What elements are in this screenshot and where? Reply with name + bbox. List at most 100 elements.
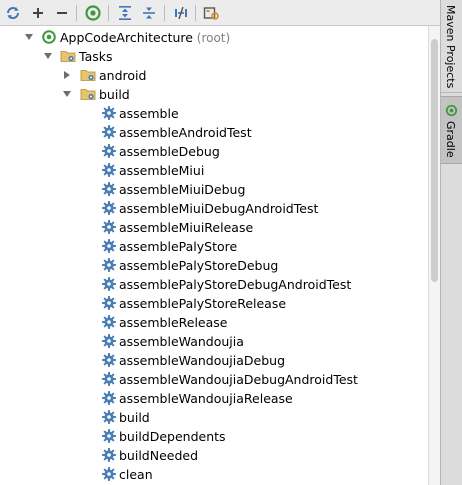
tree-node-task[interactable]: assemblePalyStore [0,237,428,256]
tree-node-task[interactable]: assembleMiuiDebug [0,180,428,199]
tree-node-label: Tasks [79,49,113,64]
task-label: assembleWandoujiaRelease [119,391,293,406]
tree-node-task[interactable]: assemblePalyStoreDebug [0,256,428,275]
refresh-icon [7,7,19,19]
add-project-button[interactable] [29,4,47,22]
gear-icon [102,391,116,405]
expand-all-button[interactable] [116,4,134,22]
refresh-button[interactable] [4,4,22,22]
collapse-all-icon [143,7,155,19]
root-suffix: (root) [192,31,231,45]
gear-icon [102,353,116,367]
tree-node-task[interactable]: assembleAndroidTest [0,123,428,142]
tree-node-label: build [99,87,130,102]
task-label: assembleDebug [119,144,220,159]
tree-node-task[interactable]: assembleWandoujia [0,332,428,351]
task-label: assembleAndroidTest [119,125,252,140]
tree-node-root[interactable]: AppCodeArchitecture (root) [0,28,428,47]
tree-node-tasks[interactable]: Tasks [0,47,428,66]
gear-icon [102,296,116,310]
gradle-project-icon [42,30,56,44]
tree-node-task[interactable]: assembleWandoujiaDebugAndroidTest [0,370,428,389]
tree-node-task[interactable]: buildNeeded [0,446,428,465]
tree-vertical-scrollbar[interactable] [428,26,440,485]
toggle-offline-icon [175,6,187,20]
task-label: assembleWandoujia [119,334,244,349]
gradle-tab[interactable]: Gradle [441,96,462,164]
gradle-run-icon [85,5,101,21]
chevron-down-icon[interactable] [43,51,53,61]
toolbar-separator [76,5,77,21]
task-label: assembleMiuiRelease [119,220,254,235]
tree-node-task[interactable]: assembleMiuiRelease [0,218,428,237]
settings-icon [203,7,219,20]
task-label: assembleRelease [119,315,228,330]
chevron-down-icon[interactable] [62,89,72,99]
task-label: assembleWandoujiaDebug [119,353,286,368]
gear-icon [102,334,116,348]
task-label: assembleWandoujiaDebugAndroidTest [119,372,358,387]
task-label: assemblePalyStoreDebugAndroidTest [119,277,352,292]
tree-node-label: android [99,68,147,83]
folder-icon [60,51,76,62]
remove-project-button[interactable] [53,4,71,22]
tree-node-task[interactable]: assembleWandoujiaDebug [0,351,428,370]
expand-all-icon [119,6,131,20]
task-label: assemble [119,106,179,121]
gradle-toolbar [0,0,440,26]
gradle-tasks-tree[interactable]: AppCodeArchitecture (root) Tasks android… [0,26,428,485]
tree-node-build-folder[interactable]: build [0,85,428,104]
tree-node-task[interactable]: assembleRelease [0,313,428,332]
gradle-tab-label: Gradle [444,121,457,158]
scrollbar-thumb[interactable] [431,39,438,282]
task-label: assemblePalyStoreDebug [119,258,279,273]
toolbar-separator [108,5,109,21]
toolbar-separator [164,5,165,21]
execute-task-button[interactable] [84,4,102,22]
tree-node-task[interactable]: assembleMiuiDebugAndroidTest [0,199,428,218]
gear-icon [102,410,116,424]
task-label: assembleMiui [119,163,205,178]
gear-icon [102,239,116,253]
plus-icon [33,8,43,18]
task-label: buildDependents [119,429,226,444]
tree-node-label: AppCodeArchitecture (root) [60,30,231,45]
gear-icon [102,277,116,291]
tree-node-task[interactable]: assemblePalyStoreDebugAndroidTest [0,275,428,294]
tree-node-task[interactable]: buildDependents [0,427,428,446]
gear-icon [102,106,116,120]
folder-icon [80,89,96,100]
gear-icon [102,125,116,139]
gear-icon [102,201,116,215]
gear-icon [102,448,116,462]
toolbar-separator [195,5,196,21]
tree-node-task[interactable]: assembleWandoujiaRelease [0,389,428,408]
gear-icon [102,220,116,234]
gear-icon [102,144,116,158]
task-label: assembleMiuiDebugAndroidTest [119,201,319,216]
maven-projects-tab[interactable]: Maven Projects [441,0,462,93]
chevron-down-icon[interactable] [24,32,34,42]
chevron-right-icon[interactable] [62,70,72,80]
collapse-all-button[interactable] [140,4,158,22]
gear-icon [102,182,116,196]
right-tool-window-strip: Maven Projects Gradle [440,0,462,485]
tree-node-task[interactable]: clean [0,465,428,484]
tree-node-task[interactable]: assembleMiui [0,161,428,180]
task-label: assembleMiuiDebug [119,182,246,197]
gear-icon [102,467,116,481]
tree-node-task[interactable]: assemblePalyStoreRelease [0,294,428,313]
task-label: build [119,410,150,425]
gear-icon [102,258,116,272]
task-label: assemblePalyStore [119,239,238,254]
tree-node-task[interactable]: assemble [0,104,428,123]
toggle-offline-button[interactable] [172,4,190,22]
task-label: assemblePalyStoreRelease [119,296,287,311]
gear-icon [102,163,116,177]
settings-button[interactable] [202,4,220,22]
task-label: buildNeeded [119,448,199,463]
gradle-icon [445,104,458,117]
tree-node-android[interactable]: android [0,66,428,85]
tree-node-task[interactable]: assembleDebug [0,142,428,161]
tree-node-task[interactable]: build [0,408,428,427]
